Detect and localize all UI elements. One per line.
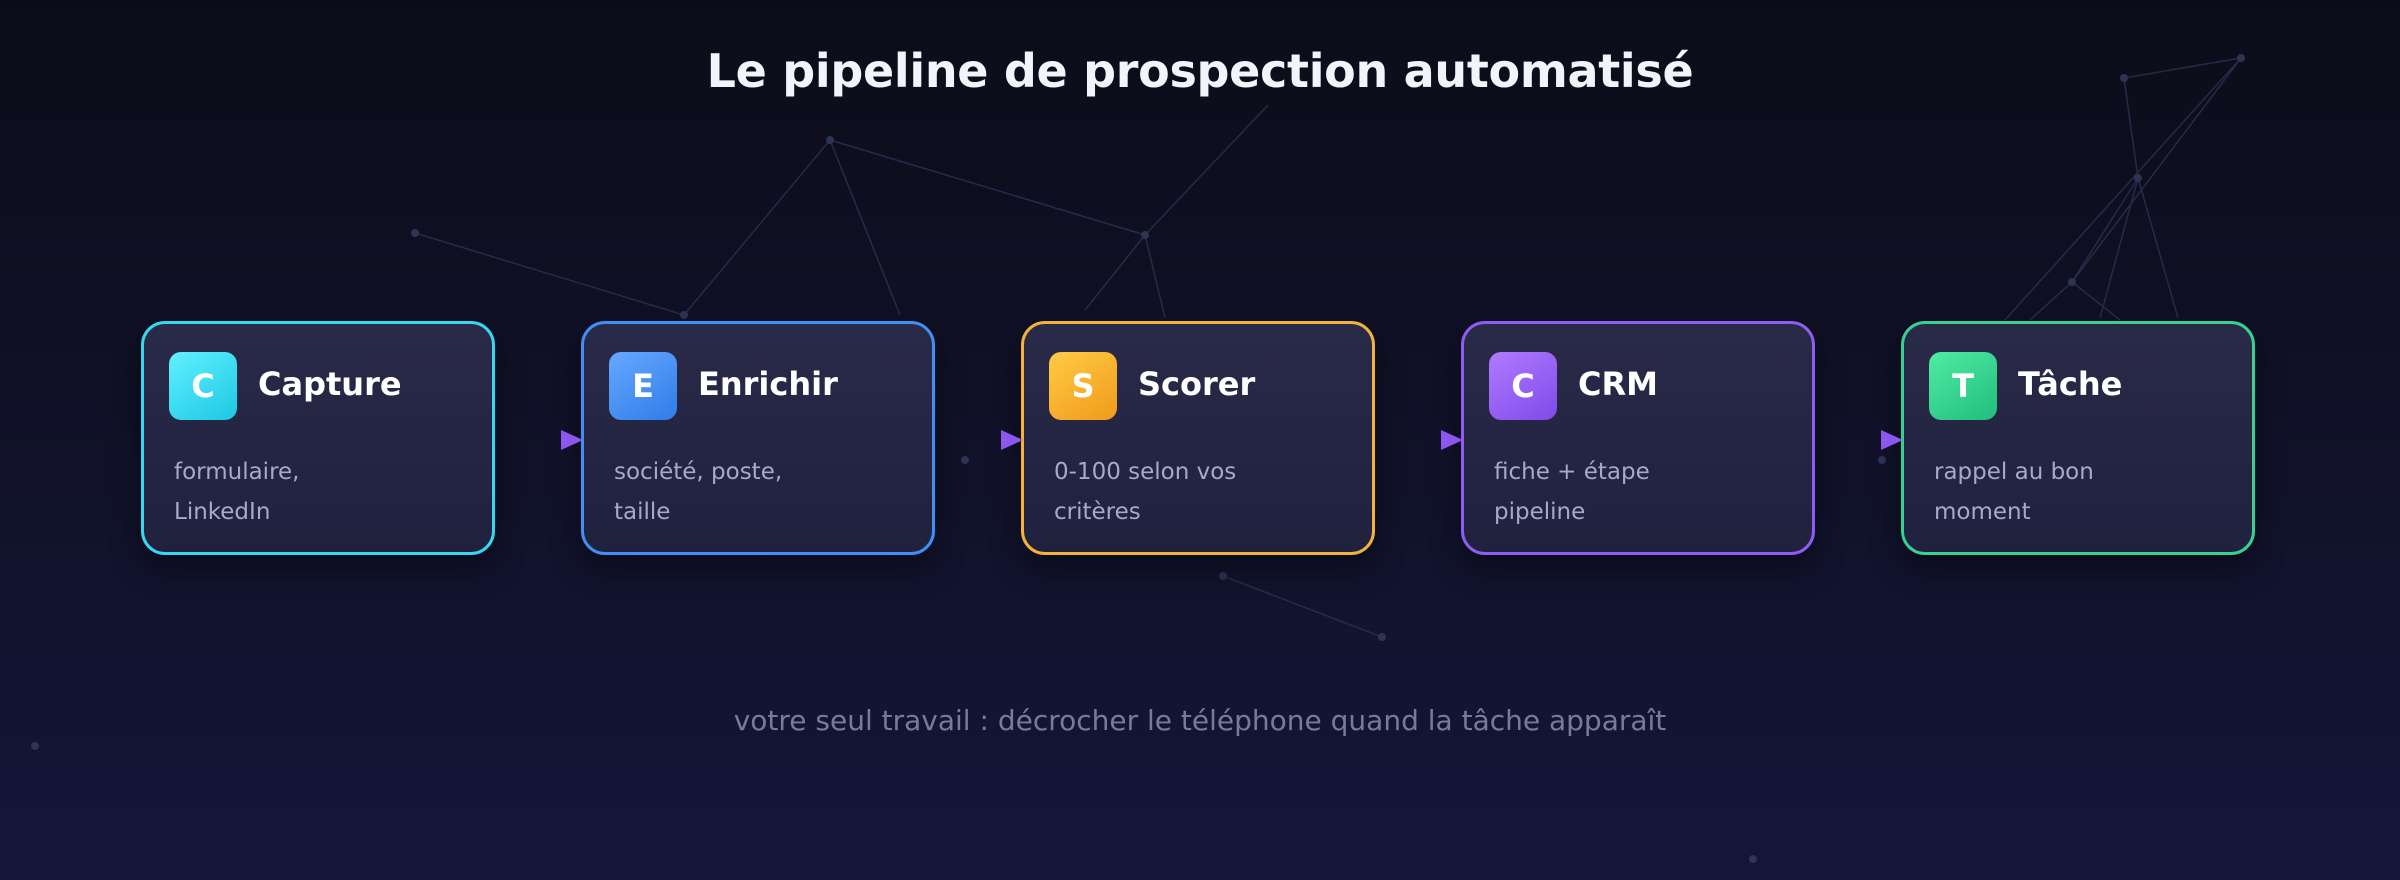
step-tache-title: Tâche xyxy=(2018,365,2123,403)
step-tache-description: rappel au bon moment xyxy=(1934,452,2164,532)
step-scorer-desc-line-2: critères xyxy=(1054,499,1141,525)
arrow-head xyxy=(1001,430,1023,450)
step-scorer-description: 0-100 selon vos critères xyxy=(1054,452,1284,532)
step-crm-title: CRM xyxy=(1578,365,1658,403)
page-title: Le pipeline de prospection automatisé xyxy=(706,44,1694,98)
step-enrichir-description: société, poste, taille xyxy=(614,452,844,532)
step-scorer-desc-line-1: 0-100 selon vos xyxy=(1054,459,1237,485)
connector-arrow-3 xyxy=(1377,430,1463,450)
step-scorer-badge: S xyxy=(1049,352,1117,420)
connector-arrow-2 xyxy=(937,430,1023,450)
arrow-head xyxy=(561,430,583,450)
step-enrichir-desc-line-2: taille xyxy=(614,499,671,525)
step-capture-desc-line-2: LinkedIn xyxy=(174,499,271,525)
connector-arrow-4 xyxy=(1817,430,1903,450)
arrow-head xyxy=(1441,430,1463,450)
step-scorer: S Scorer 0-100 selon vos critères xyxy=(1021,321,1375,555)
step-crm-description: fiche + étape pipeline xyxy=(1494,452,1724,532)
step-capture-desc-line-1: formulaire, xyxy=(174,459,300,485)
step-enrichir-title: Enrichir xyxy=(698,365,838,403)
footer-caption: votre seul travail : décrocher le téléph… xyxy=(733,704,1667,737)
step-capture-title: Capture xyxy=(258,365,402,403)
step-crm: C CRM fiche + étape pipeline xyxy=(1461,321,1815,555)
step-enrichir-badge: E xyxy=(609,352,677,420)
step-capture-description: formulaire, LinkedIn xyxy=(174,452,404,532)
arrow-head xyxy=(1881,430,1903,450)
step-tache-desc-line-2: moment xyxy=(1934,499,2031,525)
step-crm-desc-line-2: pipeline xyxy=(1494,499,1586,525)
step-crm-badge: C xyxy=(1489,352,1557,420)
step-crm-desc-line-1: fiche + étape xyxy=(1494,459,1650,485)
step-tache: T Tâche rappel au bon moment xyxy=(1901,321,2255,555)
connector-arrow-1 xyxy=(497,430,583,450)
step-enrichir: E Enrichir société, poste, taille xyxy=(581,321,935,555)
step-enrichir-desc-line-1: société, poste, xyxy=(614,459,783,485)
step-capture: C Capture formulaire, LinkedIn xyxy=(141,321,495,555)
step-capture-badge: C xyxy=(169,352,237,420)
step-scorer-title: Scorer xyxy=(1138,365,1256,403)
step-tache-badge: T xyxy=(1929,352,1997,420)
step-tache-desc-line-1: rappel au bon xyxy=(1934,459,2094,485)
